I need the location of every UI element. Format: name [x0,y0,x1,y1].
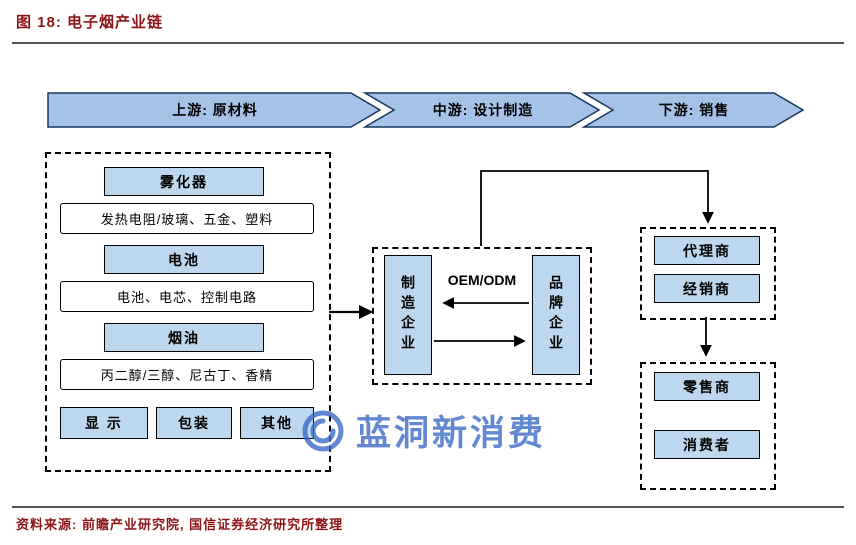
consumer-box: 消费者 [654,430,760,459]
upstream-detail-battery: 电池、电芯、控制电路 [60,281,314,312]
banner-upstream-shape [47,92,382,128]
upstream-other-misc: 其他 [240,407,314,439]
figure-title: 图 18: 电子烟产业链 [16,14,164,31]
downstream-tier2-panel [640,362,776,490]
banner-upstream: 上游: 原材料 [172,102,258,118]
upstream-other-display: 显 示 [60,407,148,439]
upstream-header-battery: 电池 [104,245,264,274]
manufacturer-box: 制造企业 [384,255,432,375]
upstream-header-eliquid: 烟油 [104,323,264,352]
agent-box: 代理商 [654,236,760,265]
upstream-detail-atomizer: 发热电阻/玻璃、五金、塑料 [60,203,314,234]
source-note: 资料来源: 前瞻产业研究院, 国信证券经济研究所整理 [16,517,344,532]
retailer-box: 零售商 [654,372,760,401]
upstream-panel [45,152,331,472]
upstream-header-atomizer: 雾化器 [104,167,264,196]
oem-odm-label: OEM/ODM [447,272,517,288]
upstream-other-packaging: 包装 [156,407,232,439]
banner-downstream: 下游: 销售 [658,102,730,118]
downstream-tier1-panel [640,227,776,320]
banner-midstream: 中游: 设计制造 [432,102,534,118]
bottom-divider [12,506,844,508]
upstream-detail-eliquid: 丙二醇/三醇、尼古丁、香精 [60,359,314,390]
banner-midstream-shape [362,92,601,128]
connector-midstream-to-downstream [480,170,714,246]
distributor-box: 经销商 [654,274,760,303]
banner-downstream-shape [581,92,805,128]
top-divider [12,42,844,44]
brand-box: 品牌企业 [532,255,580,375]
